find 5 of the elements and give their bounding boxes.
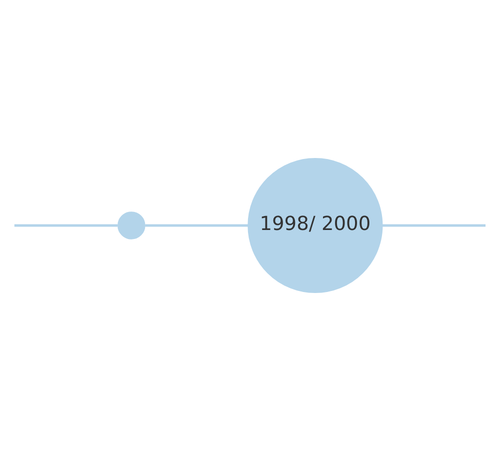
node-circle: 1998/ 2000: [248, 157, 383, 293]
node-circle: [118, 211, 146, 239]
connector: [145, 224, 248, 226]
connector: [14, 224, 118, 226]
connector: [382, 224, 486, 226]
